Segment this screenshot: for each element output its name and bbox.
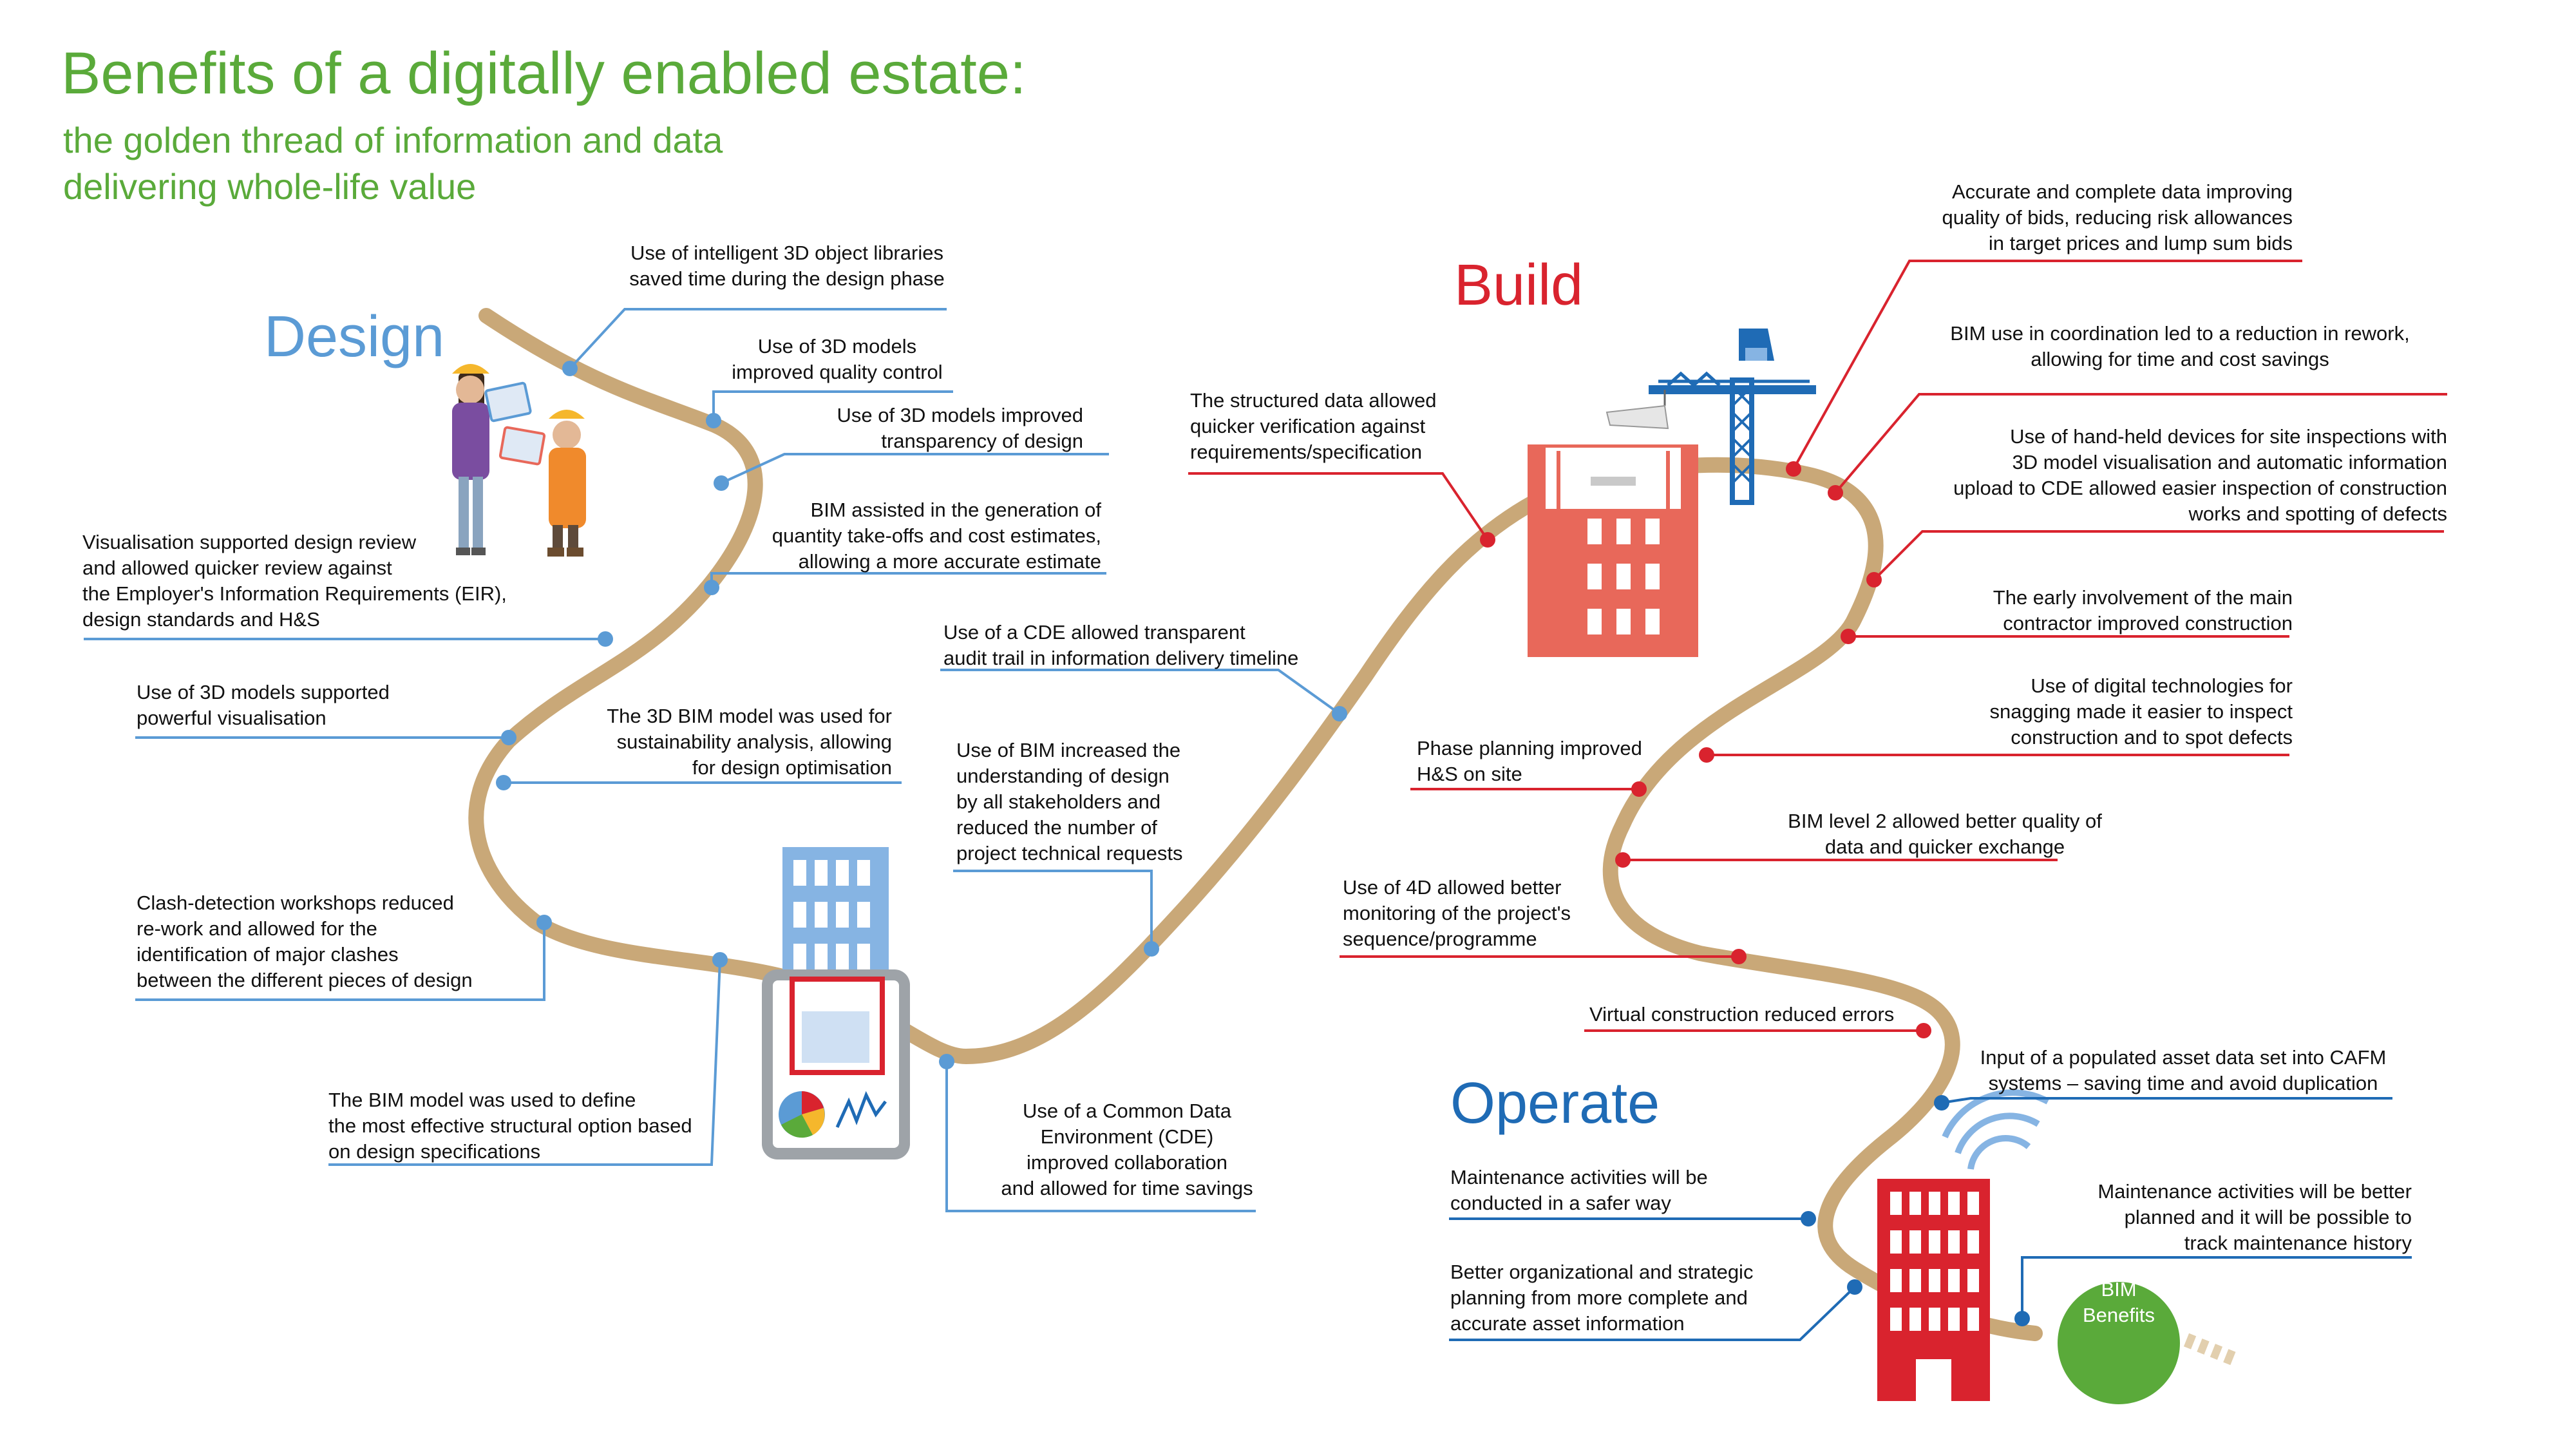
- annotation-clash-detection: Clash-detection workshops reduced re-wor…: [137, 892, 473, 991]
- design-building-tablet-illustration: [762, 847, 910, 1159]
- annotation-sustainability: The 3D BIM model was used for sustainabi…: [607, 705, 892, 779]
- annotation-virtual-construction: Virtual construction reduced errors: [1589, 1003, 1895, 1025]
- design-people-illustration: [452, 364, 586, 557]
- annotation-snagging: Use of digital technologies for snagging…: [1989, 674, 2293, 749]
- annotation-4d: Use of 4D allowed better monitoring of t…: [1343, 876, 1571, 950]
- annotation-transparency: Use of 3D models improved transparency o…: [837, 404, 1084, 452]
- annotation-early-involvement: The early involvement of the main contra…: [1993, 586, 2293, 634]
- annotation-hand-held: Use of hand-held devices for site inspec…: [1953, 425, 2447, 525]
- bim-benefits-badge: [2058, 1282, 2180, 1404]
- annotation-audit-trail: Use of a CDE allowed transparent audit t…: [943, 621, 1299, 669]
- phase-label-build: Build: [1454, 253, 1584, 318]
- annotation-safer-maintenance: Maintenance activities will be conducted…: [1450, 1166, 1708, 1214]
- design-leader-lines: [84, 308, 1341, 1212]
- bim-benefits-label: BIM Benefits: [2082, 1278, 2155, 1326]
- annotation-structured-data: The structured data allowed quicker veri…: [1190, 389, 1437, 463]
- design-leader-dots: [496, 361, 1347, 1069]
- page-title: Benefits of a digitally enabled estate:: [61, 41, 1027, 106]
- annotation-cde-collaboration: Use of a Common Data Environment (CDE) i…: [1001, 1100, 1253, 1199]
- build-building-crane-illustration: [1528, 329, 1816, 657]
- annotation-bim-level-2: BIM level 2 allowed better quality of da…: [1788, 810, 2102, 858]
- build-leader-dots: [1480, 461, 1931, 1038]
- annotation-take-offs: BIM assisted in the generation of quanti…: [772, 499, 1101, 573]
- annotation-quality-control: Use of 3D models improved quality contro…: [732, 335, 943, 383]
- thread-dotted-tail: [2183, 1333, 2238, 1366]
- annotation-strategic-planning: Better organizational and strategic plan…: [1450, 1261, 1754, 1335]
- annotation-phase-planning: Phase planning improved H&S on site: [1417, 737, 1642, 785]
- phase-label-operate: Operate: [1450, 1071, 1660, 1136]
- golden-thread: [468, 308, 2043, 1341]
- annotation-object-libraries: Use of intelligent 3D object libraries s…: [629, 242, 945, 290]
- annotation-rework: BIM use in coordination led to a reducti…: [1950, 322, 2410, 370]
- annotation-cafm: Input of a populated asset data set into…: [1980, 1046, 2387, 1094]
- operate-building-wifi-illustration: [1877, 1089, 2050, 1401]
- operate-leader-lines: [1449, 1097, 2412, 1341]
- subtitle-line-1: the golden thread of information and dat…: [63, 120, 723, 160]
- phase-label-design: Design: [264, 305, 445, 369]
- subtitle-line-2: delivering whole-life value: [63, 166, 477, 207]
- build-leader-lines: [1188, 260, 2447, 1032]
- annotation-understanding: Use of BIM increased the understanding o…: [956, 739, 1183, 864]
- annotation-powerful-visualisation: Use of 3D models supported powerful visu…: [137, 681, 390, 729]
- operate-leader-dots: [1801, 1095, 2030, 1326]
- page-subtitle: the golden thread of information and dat…: [63, 117, 723, 210]
- annotation-visualisation-review: Visualisation supported design review an…: [82, 531, 507, 631]
- annotation-accurate-bids: Accurate and complete data improving qua…: [1942, 180, 2293, 254]
- annotation-structural-option: The BIM model was used to define the mos…: [328, 1089, 692, 1163]
- annotation-maintenance-history: Maintenance activities will be better pl…: [2098, 1180, 2412, 1254]
